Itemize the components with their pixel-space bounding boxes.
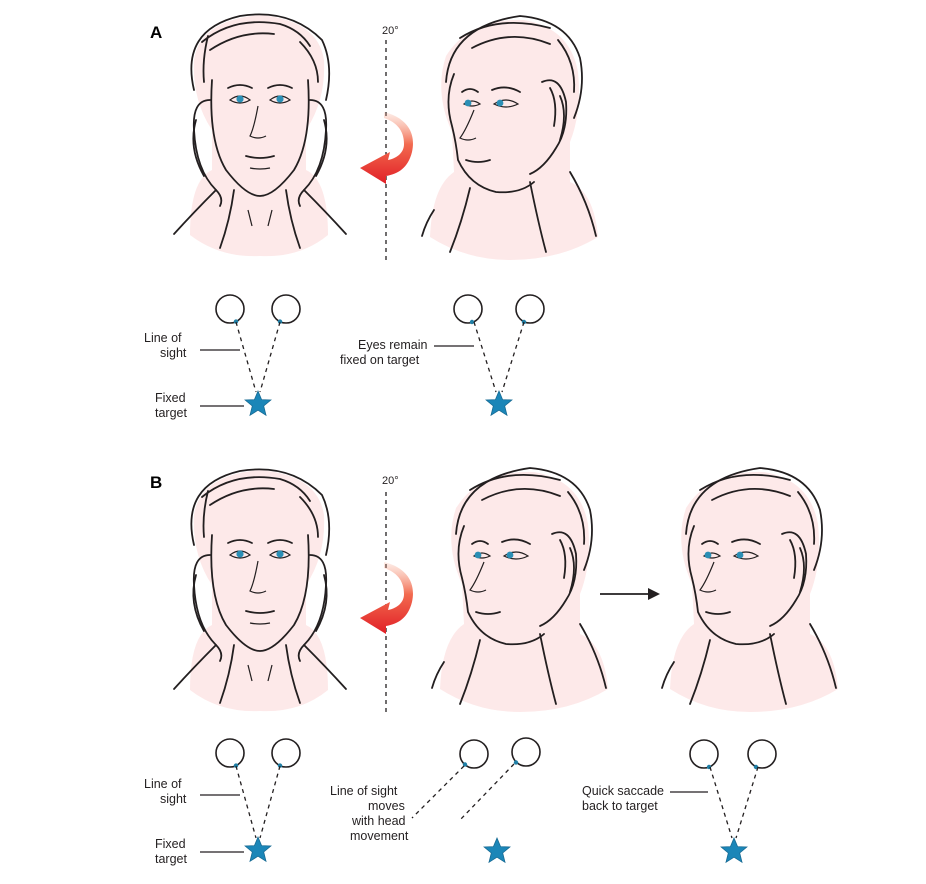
sight-line xyxy=(235,321,257,393)
sight-line xyxy=(473,321,497,393)
line-of-sight-label-b1: Line of xyxy=(144,777,182,791)
sight-line xyxy=(709,766,733,839)
eye-pair-a1 xyxy=(215,294,301,325)
star-target-icon xyxy=(485,390,513,416)
sight-line xyxy=(459,763,515,821)
star-target-icon xyxy=(244,836,272,862)
right-arrow-icon xyxy=(600,588,660,600)
sight-line xyxy=(501,321,525,393)
eye-pair-b3 xyxy=(689,739,777,770)
moves-label-4: movement xyxy=(350,829,409,843)
star-target-icon xyxy=(244,390,272,416)
line-of-sight-label-b2: sight xyxy=(160,792,187,806)
panel-a: A 20° Line of sight Fixed target Eyes r xyxy=(144,13,599,420)
eye-pair-b2 xyxy=(459,737,541,769)
eye-pair-b1 xyxy=(215,738,301,769)
fixed-target-label-b2: target xyxy=(155,852,187,866)
moves-label-3: with head xyxy=(351,814,406,828)
angle-label-a: 20° xyxy=(382,25,399,37)
head-turned-a xyxy=(421,15,599,261)
eyes-remain-label-2: fixed on target xyxy=(340,353,420,367)
head-front-a xyxy=(173,13,347,258)
moves-label-1: Line of sight xyxy=(330,784,398,798)
sight-line xyxy=(259,765,281,839)
sight-line xyxy=(235,765,257,839)
head-turned-b2 xyxy=(661,467,839,713)
fixed-target-label-2: target xyxy=(155,406,187,420)
star-target-icon xyxy=(720,837,748,863)
head-front-b xyxy=(173,468,347,713)
moves-label-2: moves xyxy=(368,799,405,813)
sight-line xyxy=(411,765,465,819)
head-turned-b xyxy=(431,467,609,713)
star-target-icon xyxy=(483,837,511,863)
saccade-label-1: Quick saccade xyxy=(582,784,664,798)
line-of-sight-label-2: sight xyxy=(160,346,187,360)
sight-line xyxy=(735,766,759,839)
eye-pair-a2 xyxy=(453,294,545,325)
fixed-target-label-b1: Fixed xyxy=(155,837,186,851)
line-of-sight-label-1: Line of xyxy=(144,331,182,345)
panel-letter-b: B xyxy=(150,473,162,492)
fixed-target-label-1: Fixed xyxy=(155,391,186,405)
angle-label-b: 20° xyxy=(382,475,399,487)
panel-letter-a: A xyxy=(150,23,162,42)
sight-line xyxy=(259,321,281,393)
panel-b: B 20° Line of sight Fixed target xyxy=(144,467,839,866)
eyes-remain-label-1: Eyes remain xyxy=(358,338,428,352)
saccade-label-2: back to target xyxy=(582,799,658,813)
